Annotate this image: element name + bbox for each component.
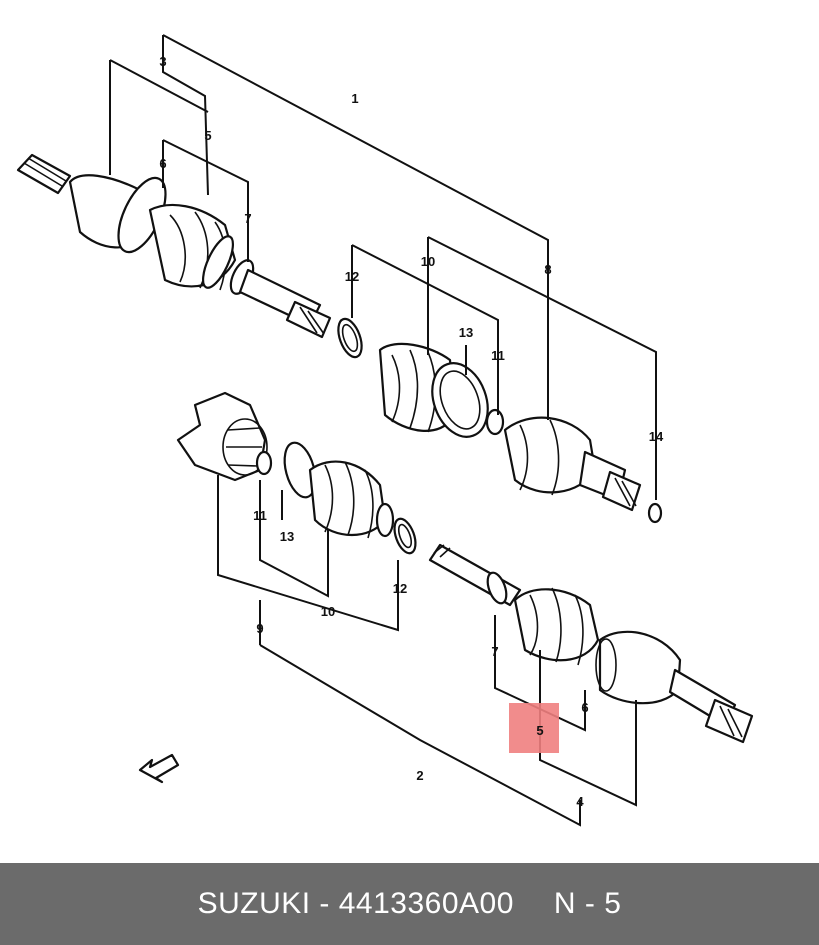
- callout-12-lower[interactable]: 12: [393, 581, 407, 596]
- callout-12-upper[interactable]: 12: [345, 269, 359, 284]
- diagram-reference: N - 5: [553, 887, 622, 920]
- upper-ring-11: [485, 408, 505, 436]
- part-number-footer: SUZUKI - 4413360A00 N - 5: [0, 863, 819, 945]
- upper-outboard-joint: [16, 153, 332, 339]
- upper-inboard-boot: [378, 342, 489, 438]
- upper-inboard-joint: [503, 416, 642, 512]
- leader-lines: [109, 34, 657, 827]
- callout-3[interactable]: 3: [159, 54, 166, 69]
- lower-ring-11: [255, 450, 273, 476]
- lower-inboard-housing: [176, 391, 268, 482]
- brand-part-number: SUZUKI - 4413360A00: [197, 887, 514, 920]
- callout-6-lower[interactable]: 6: [581, 700, 588, 715]
- lower-inboard-boot: [308, 460, 395, 539]
- callout-7-upper[interactable]: 7: [244, 211, 251, 226]
- callout-6-upper[interactable]: 6: [159, 156, 166, 171]
- lower-clamp-12: [393, 517, 417, 555]
- exploded-parts-diagram: 1 2 3 4 5 5 6 6 7 7 8 9 10 10 11 11 12 1…: [16, 34, 754, 827]
- callout-11-upper[interactable]: 11: [491, 348, 505, 363]
- callout-7-lower[interactable]: 7: [491, 644, 498, 659]
- callout-2[interactable]: 2: [416, 768, 423, 783]
- callouts: 1 2 3 4 5 5 6 6 7 7 8 9 10 10 11 11 12 1…: [159, 54, 664, 809]
- callout-8[interactable]: 8: [544, 262, 551, 277]
- callout-9[interactable]: 9: [256, 621, 263, 636]
- callout-10-upper[interactable]: 10: [421, 254, 435, 269]
- callout-5-lower[interactable]: 5: [536, 723, 543, 738]
- callout-4[interactable]: 4: [576, 794, 584, 809]
- lower-outboard-joint: [428, 543, 754, 744]
- callout-13-lower[interactable]: 13: [280, 529, 294, 544]
- callout-11-lower[interactable]: 11: [253, 508, 267, 523]
- highlight-box: [509, 703, 559, 753]
- callout-1[interactable]: 1: [351, 91, 358, 106]
- callout-13-upper[interactable]: 13: [459, 325, 473, 340]
- callout-10-lower[interactable]: 10: [321, 604, 335, 619]
- callout-14[interactable]: 14: [649, 429, 664, 444]
- upper-ring-14: [647, 502, 663, 524]
- direction-arrow-icon: [138, 753, 180, 784]
- upper-clamp-12: [337, 317, 363, 359]
- callout-5-upper[interactable]: 5: [204, 128, 211, 143]
